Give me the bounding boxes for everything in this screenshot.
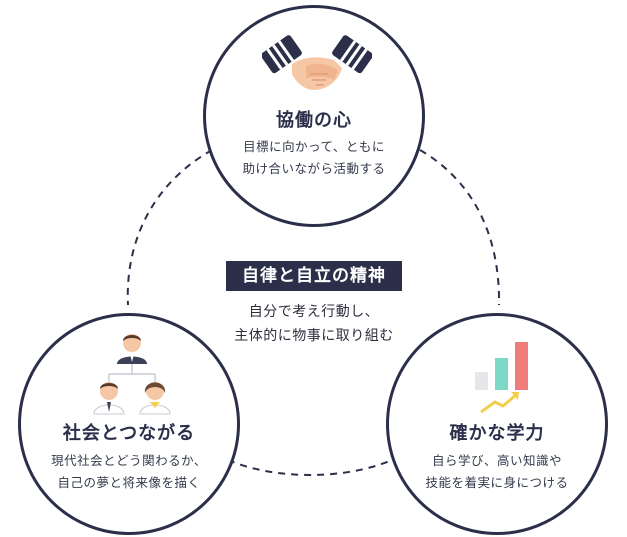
node-description: 自ら学び、高い知識や 技能を着実に身につける — [425, 453, 569, 490]
node-title: 社会とつながる — [62, 423, 196, 444]
handshake-icon — [262, 35, 372, 90]
node-collaboration: 協働の心 目標に向かって、ともに 助け合いながら活動する — [203, 5, 425, 227]
node-title: 確かな学力 — [449, 423, 545, 444]
people-network-icon — [93, 334, 171, 415]
node-description: 現代社会とどう関わるか、 自己の夢と将来像を描く — [51, 453, 207, 490]
center-description: 自分で考え行動し、 主体的に物事に取り組む — [234, 304, 394, 344]
node-society: 社会とつながる 現代社会とどう関わるか、 自己の夢と将来像を描く — [18, 313, 240, 535]
growth-chart-icon — [475, 342, 528, 414]
center-title: 自律と自立の精神 — [226, 261, 402, 291]
node-title: 協働の心 — [276, 110, 352, 131]
node-academic: 確かな学力 自ら学び、高い知識や 技能を着実に身につける — [386, 313, 608, 535]
node-description: 目標に向かって、ともに 助け合いながら活動する — [242, 139, 386, 176]
